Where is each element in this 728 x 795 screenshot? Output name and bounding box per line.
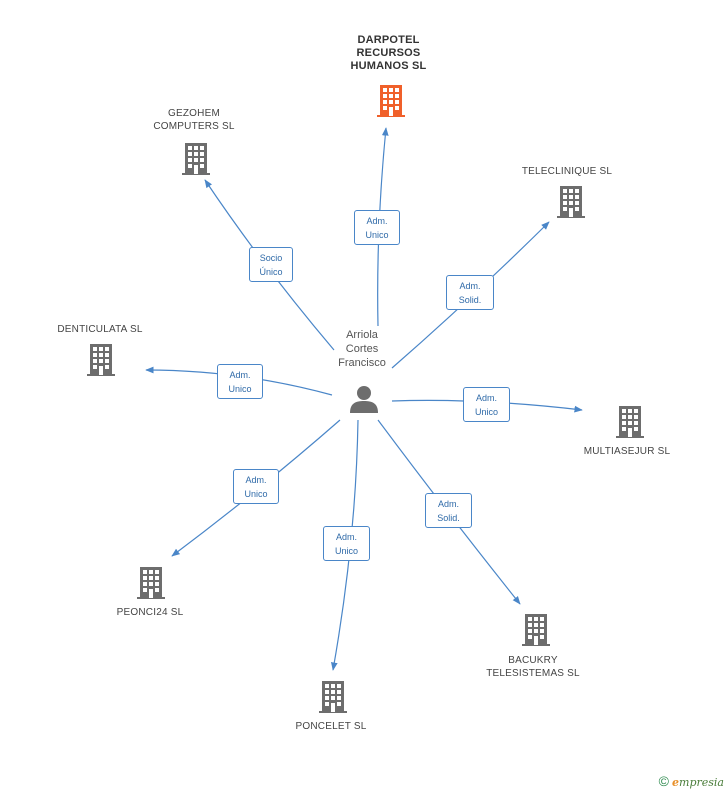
relation-badge-peonci24: Adm. Unico bbox=[233, 469, 279, 504]
footer-brand[interactable]: © empresia bbox=[659, 773, 724, 789]
building-icon-teleclinique[interactable] bbox=[556, 185, 586, 219]
company-label-denticulata[interactable]: DENTICULATA SL bbox=[57, 324, 143, 335]
company-label-peonci24[interactable]: PEONCI24 SL bbox=[116, 607, 184, 618]
company-label-poncelet[interactable]: PONCELET SL bbox=[295, 721, 367, 732]
company-label-bacukry[interactable]: BACUKRY TELESISTEMAS SL bbox=[486, 655, 580, 679]
company-label-multiasejur[interactable]: MULTIASEJUR SL bbox=[583, 446, 671, 457]
relation-badge-denticulata: Adm. Unico bbox=[217, 364, 263, 399]
person-icon[interactable] bbox=[349, 384, 379, 414]
copyright-icon: © bbox=[658, 773, 669, 789]
building-icon-multiasejur[interactable] bbox=[615, 405, 645, 439]
relation-badge-gezohem: Socio Único bbox=[249, 247, 293, 282]
brand-logo: empresia bbox=[672, 776, 724, 789]
relation-badge-darpotel: Adm. Unico bbox=[354, 210, 400, 245]
company-label-darpotel[interactable]: DARPOTEL RECURSOS HUMANOS SL bbox=[350, 34, 427, 72]
building-icon-poncelet[interactable] bbox=[318, 680, 348, 714]
relation-badge-teleclinique: Adm. Solid. bbox=[446, 275, 494, 310]
building-icon-gezohem[interactable] bbox=[181, 142, 211, 176]
company-label-teleclinique[interactable]: TELECLINIQUE SL bbox=[521, 166, 613, 177]
relation-badge-poncelet: Adm. Unico bbox=[323, 526, 370, 561]
person-name[interactable]: Arriola Cortes Francisco bbox=[338, 329, 386, 369]
building-icon-darpotel[interactable] bbox=[376, 84, 406, 118]
relation-badge-bacukry: Adm. Solid. bbox=[425, 493, 472, 528]
company-label-gezohem[interactable]: GEZOHEM COMPUTERS SL bbox=[153, 108, 235, 132]
building-icon-peonci24[interactable] bbox=[136, 566, 166, 600]
building-icon-bacukry[interactable] bbox=[521, 613, 551, 647]
relation-badge-multiasejur: Adm. Unico bbox=[463, 387, 510, 422]
building-icon-denticulata[interactable] bbox=[86, 343, 116, 377]
